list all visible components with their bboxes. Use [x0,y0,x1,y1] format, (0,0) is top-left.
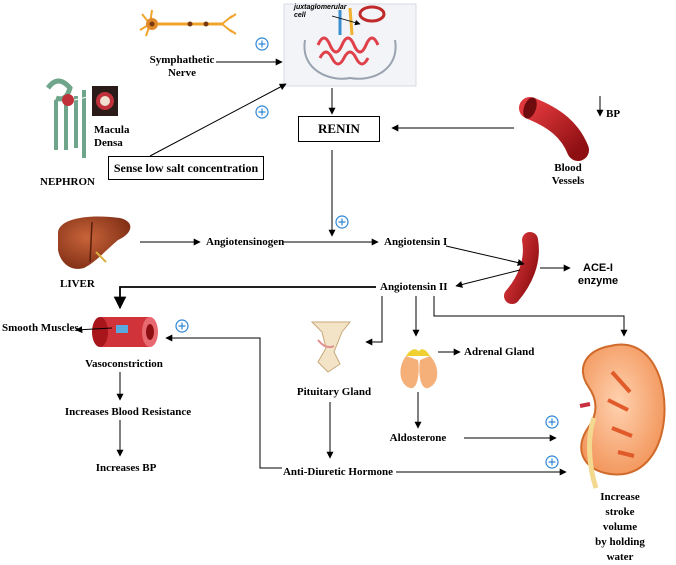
circled-plus-icon [335,215,349,229]
label-increase-stroke-volume: Increase stroke volume by holding water [595,491,645,563]
label-angiotensin-1: Angiotensin I [384,236,448,248]
arrow-ang2-to-vasoconstriction [113,286,376,310]
circled-plus-icon [255,37,269,51]
label-blood-vessels: Blood Vessels [551,162,585,187]
label-anti-diuretic-hormone: Anti-Diuretic Hormone [282,466,394,478]
nephron-illustration [45,78,118,158]
label-ace-enzyme: ACE-I enzyme [577,262,619,287]
label-adrenal-gland: Adrenal Gland [464,346,535,358]
label-pituitary-gland: Pituitary Gland [296,386,372,398]
adrenal-gland-icon [400,349,438,389]
label-nephron: NEPHRON [40,176,95,188]
renin-box: RENIN [298,116,380,142]
sympathetic-neuron-icon [139,9,237,37]
label-vasoconstriction: Vasoconstriction [85,358,163,370]
label-aldosterone: Aldosterone [389,432,447,444]
arrow-ang2-to-pituitary [365,296,383,346]
label-sense-low-salt: Sense low salt concentration [113,160,259,175]
glomerulus-illustration [283,3,417,87]
liver-icon [58,216,131,269]
arrow-ace-to-ang2 [455,269,521,288]
pituitary-gland-icon [310,321,352,373]
blood-vessel-icon [519,97,589,161]
label-sympathetic-nerve: Symphathetic Nerve [149,54,215,79]
circled-plus-icon [545,455,559,469]
arrow-ang1-to-ace [445,245,525,266]
label-bp-small: BP [606,108,621,120]
label-increases-blood-resistance: Increases Blood Resistance [64,406,192,418]
kidney-icon [579,343,666,489]
label-increases-bp: Increases BP [95,462,157,474]
circled-plus-icon [175,319,189,333]
plus-badges [175,37,559,469]
circled-plus-icon [545,415,559,429]
circled-plus-icon [255,105,269,119]
arrow-ang2-to-kidney [433,296,628,337]
sense-low-salt-box: Sense low salt concentration [108,156,264,180]
label-smooth-muscles: Smooth Muscles [2,322,79,334]
label-macula-densa: Macula Densa [94,124,130,149]
label-angiotensinogen: Angiotensinogen [206,236,285,248]
raas-diagram-canvas [45,3,666,489]
arrow-to-smooth-muscles [75,326,113,334]
label-angiotensin-2: Angiotensin II [380,281,448,293]
arrow-nephron-to-jg [149,83,287,157]
ace-vessel-icon [504,232,539,304]
smooth-muscle-vessel-icon [92,317,158,347]
label-juxtaglomerular-cell: juxtaglomerular cell [294,4,347,19]
label-liver: LIVER [60,278,95,290]
connectors [75,58,628,476]
arrow-adh-to-vasoconstriction [165,334,282,469]
label-renin: RENIN [318,121,360,136]
